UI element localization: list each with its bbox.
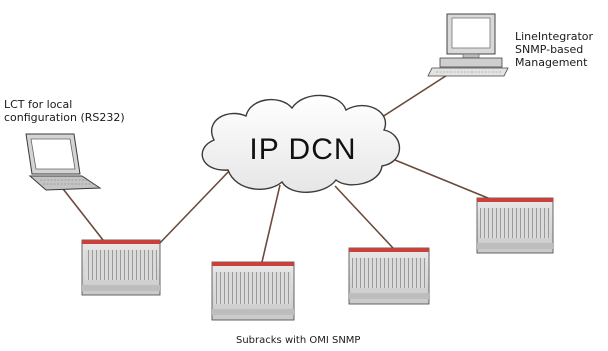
- management-workstation: [427, 13, 509, 77]
- lct-label-line-1: LCT for local: [4, 98, 73, 111]
- lct-label: LCT for local configuration (RS232): [4, 98, 125, 124]
- link-cloud-to-rack-4: [394, 159, 506, 206]
- management-label-line-3: Management: [515, 56, 588, 69]
- subrack-3: [348, 247, 430, 305]
- management-label-line-2: SNMP-based: [515, 43, 584, 56]
- link-cloud-to-rack-3: [334, 185, 394, 249]
- management-label-line-1: LineIntegrator: [515, 30, 594, 43]
- link-cloud-to-rack-1: [157, 167, 233, 246]
- ip-dcn-cloud: [201, 94, 400, 193]
- subrack-2: [211, 261, 295, 321]
- subrack-1: [81, 239, 161, 296]
- management-label: LineIntegrator SNMP-based Management: [515, 30, 593, 69]
- subracks-caption: Subracks with OMI SNMP: [236, 335, 361, 346]
- link-cloud-to-rack-2: [261, 184, 281, 263]
- lct-laptop: [25, 133, 102, 191]
- link-laptop-to-rack-1: [59, 184, 104, 241]
- connection-lines: [59, 69, 506, 263]
- subrack-4: [476, 197, 554, 254]
- lct-label-line-2: configuration (RS232): [4, 111, 125, 124]
- cloud-label: IP DCN: [249, 133, 357, 166]
